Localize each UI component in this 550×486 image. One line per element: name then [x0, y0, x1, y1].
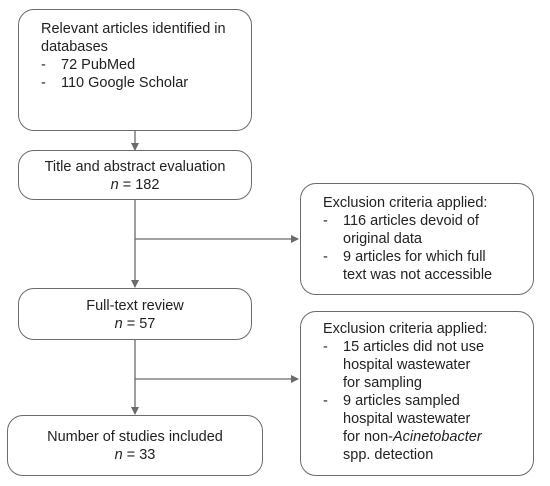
screening-count: n = 182	[19, 176, 251, 194]
exclusion-2-item-2-line3: for non-Acinetobacter	[343, 428, 527, 446]
exclusion-box-1: Exclusion criteria applied: 116 articles…	[300, 183, 534, 295]
screening-box: Title and abstract evaluation n = 182	[18, 150, 252, 200]
genus-name: Acinetobacter	[392, 429, 482, 445]
exclusion-2-item: 9 articles sampled hospital wastewater f…	[301, 392, 527, 464]
n-variable: n	[114, 316, 123, 332]
fulltext-count: n = 57	[19, 315, 251, 333]
exclusion-2-title: Exclusion criteria applied:	[323, 321, 488, 337]
identification-sources: 72 PubMed 110 Google Scholar	[19, 56, 241, 92]
exclusion-2-item: 15 articles did not use hospital wastewa…	[301, 338, 527, 392]
exclusion-1-item: 9 articles for which full text was not a…	[301, 248, 527, 284]
exclusion-2-criteria: 15 articles did not use hospital wastewa…	[301, 338, 527, 464]
exclusion-2-item-1-line1: 15 articles did not use	[343, 339, 485, 355]
n-variable: n	[110, 177, 119, 193]
exclusion-2-item-2-prefix: for non-	[343, 429, 393, 445]
screening-title: Title and abstract evaluation	[44, 159, 226, 175]
fulltext-count-value: = 57	[122, 316, 156, 332]
screening-count-value: = 182	[118, 177, 160, 193]
exclusion-1-item-1-line1: 116 articles devoid of	[343, 213, 479, 229]
exclusion-2-item-1-line3: for sampling	[343, 375, 422, 391]
identification-box: Relevant articles identified in database…	[18, 9, 252, 131]
exclusion-1-item-2-line1: 9 articles for which full	[343, 249, 486, 265]
exclusion-1-item: 116 articles devoid of original data	[301, 212, 527, 248]
exclusion-1-title: Exclusion criteria applied:	[323, 195, 488, 211]
exclusion-2-item-2-line1: 9 articles sampled	[343, 393, 460, 409]
included-count-value: = 33	[122, 447, 156, 463]
fulltext-box: Full-text review n = 57	[18, 288, 252, 340]
fulltext-title: Full-text review	[86, 298, 184, 314]
exclusion-1-item-2-line2: text was not accessible	[343, 267, 493, 283]
identification-title-line2: databases	[41, 39, 108, 55]
source-pubmed: 72 PubMed	[19, 56, 241, 74]
exclusion-1-item-1-line2: original data	[343, 231, 422, 247]
exclusion-1-criteria: 116 articles devoid of original data 9 a…	[301, 212, 527, 284]
exclusion-2-item-1-line2: hospital wastewater	[343, 357, 471, 373]
included-title: Number of studies included	[47, 429, 223, 445]
source-google-scholar: 110 Google Scholar	[19, 74, 241, 92]
n-variable: n	[114, 447, 123, 463]
exclusion-box-2: Exclusion criteria applied: 15 articles …	[300, 311, 534, 476]
included-box: Number of studies included n = 33	[7, 415, 263, 476]
exclusion-2-item-2-line2: hospital wastewater	[343, 411, 471, 427]
identification-title-line1: Relevant articles identified in	[41, 21, 226, 37]
exclusion-2-item-2-line4: spp. detection	[343, 447, 434, 463]
included-count: n = 33	[8, 446, 262, 464]
